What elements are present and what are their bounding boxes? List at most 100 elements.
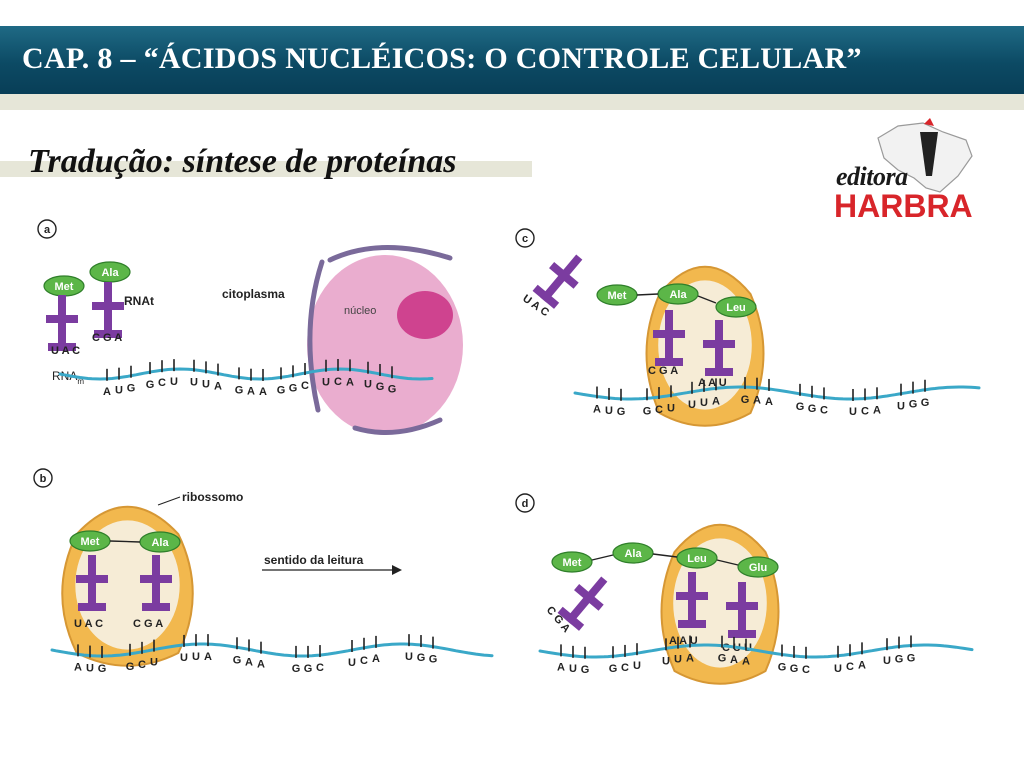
panel-d-trna-glu — [726, 582, 758, 638]
panel-a-codon-7-base: G — [388, 383, 397, 395]
panel-c-bond-2 — [697, 295, 717, 304]
panel-c-codon-2-base: G — [643, 405, 652, 417]
panel-d-leu-label: Leu — [687, 553, 707, 565]
logo-brazil-map-icon — [877, 118, 973, 193]
panel-c-met-label: Met — [608, 290, 627, 302]
panel-c-codon-4-base: A — [765, 396, 773, 408]
panel-d-ala-oval — [612, 542, 654, 564]
panel-b-codon-2-base: C — [138, 659, 146, 671]
panel-c-codon-5-base: G — [796, 401, 805, 413]
panel-b-codon-6-base: C — [360, 655, 368, 667]
panel-d-glu-oval — [737, 556, 779, 578]
panel-c-anticodon-1: C G A — [648, 365, 678, 377]
panel-c-codon-2-base: C — [655, 404, 663, 416]
panel-b-ribosome-core — [75, 520, 180, 650]
panel-c-trna-ala-arms — [653, 330, 685, 338]
header-bar — [0, 26, 1024, 94]
panel-c-trna-ala-base — [655, 358, 683, 366]
panel-a-label-circle — [37, 219, 57, 239]
panel-d-codon-5-base: G — [778, 662, 787, 674]
panel-d-codon-6-base: A — [858, 659, 866, 671]
panel-d-codon-5-base: G — [790, 663, 799, 675]
nucleus-body — [307, 255, 463, 435]
panel-c-codon-4-base: G — [741, 394, 750, 406]
panel-b-codon-5-base: C — [316, 662, 324, 674]
panel-d-free-trna-base — [557, 606, 585, 631]
panel-b-codon-4-base: G — [233, 654, 242, 666]
panel-c-codon-1-base: U — [605, 405, 613, 417]
panel-b-codon-1-base: A — [74, 661, 82, 673]
panel-d-bond-3 — [716, 559, 739, 566]
panel-b-trna-ala-arms — [140, 575, 172, 583]
panel-d-codon-6-base: C — [846, 661, 854, 673]
panel-c-trna-leu-arms — [703, 340, 735, 348]
panel-d-bond-2 — [652, 553, 678, 558]
panel-c-free-trna — [532, 254, 583, 309]
label-rnam-sub: m — [77, 377, 84, 386]
panel-b-codon-6-base: A — [372, 653, 380, 665]
panel-a-codon-2-base: G — [146, 379, 155, 391]
nuclear-envelope-top — [327, 245, 453, 263]
panel-a-trna-met — [46, 295, 78, 351]
panel-a-codon-1-base: U — [115, 385, 123, 397]
panel-d-glu-label: Glu — [749, 562, 767, 574]
panel-c-trna-ala — [653, 310, 685, 366]
panel-c-bond-1 — [636, 293, 659, 296]
panel-b-codon-1-base: G — [98, 663, 107, 675]
panel-c-codon-6-base: C — [861, 405, 869, 417]
panel-b-codon-5-base: G — [304, 663, 313, 675]
panel-d-trna-glu-arms — [726, 602, 758, 610]
panel-c-codon-4-base: A — [753, 395, 761, 407]
panel-a-codon-2-base: U — [170, 376, 178, 388]
panel-d-ala-label: Ala — [624, 548, 642, 560]
panel-c-codon-3-base: U — [688, 399, 696, 411]
panel-a-ala-label: Ala — [101, 267, 119, 279]
panel-d-met-oval — [551, 551, 593, 573]
panel-c-codon-5-base: G — [808, 403, 817, 415]
panel-c-leu-oval — [715, 296, 757, 318]
panel-c-free-trna-arms — [549, 262, 579, 289]
panel-d-codon-6-base: U — [834, 663, 842, 675]
panel-d-codon-4-base: A — [742, 656, 750, 668]
panel-d-trna-leu-base — [678, 620, 706, 628]
panel-b-codon-3-base: U — [192, 651, 200, 663]
panel-a-codon-3-base: A — [214, 381, 222, 393]
panel-d-met-label: Met — [563, 557, 582, 569]
panel-a-codon-2-base: C — [158, 377, 166, 389]
panel-a-codon-6-base: A — [346, 376, 354, 388]
panel-b-label-circle — [33, 468, 53, 488]
panel-a-met-label: Met — [55, 281, 74, 293]
panel-b-trna-ala — [140, 555, 172, 611]
panel-a-codon-3-base: U — [202, 378, 210, 390]
panel-d-codon-1-base: U — [569, 663, 577, 675]
panel-c-codon-3-base: A — [712, 395, 720, 407]
slide-subtitle: Tradução: síntese de proteínas — [28, 143, 457, 180]
panel-d-codon-3-base: A — [686, 653, 694, 665]
panel-c-codon-6-base: U — [849, 406, 857, 418]
panel-a-label: a — [44, 224, 51, 236]
panel-c-codon-5-base: C — [820, 404, 828, 416]
panel-d-codon-3-base: U — [662, 655, 670, 667]
label-citoplasma: citoplasma — [222, 287, 285, 301]
panel-c-leu-label: Leu — [726, 302, 746, 314]
panel-a-trna-met-arms — [46, 315, 78, 323]
panel-b-peptide-bond — [109, 540, 141, 543]
panel-a-codon-1-base: A — [103, 386, 111, 398]
logo-script: editora — [836, 162, 908, 191]
panel-d-codon-2-base: G — [609, 663, 618, 675]
panel-a-codon-7-base: U — [364, 379, 372, 391]
